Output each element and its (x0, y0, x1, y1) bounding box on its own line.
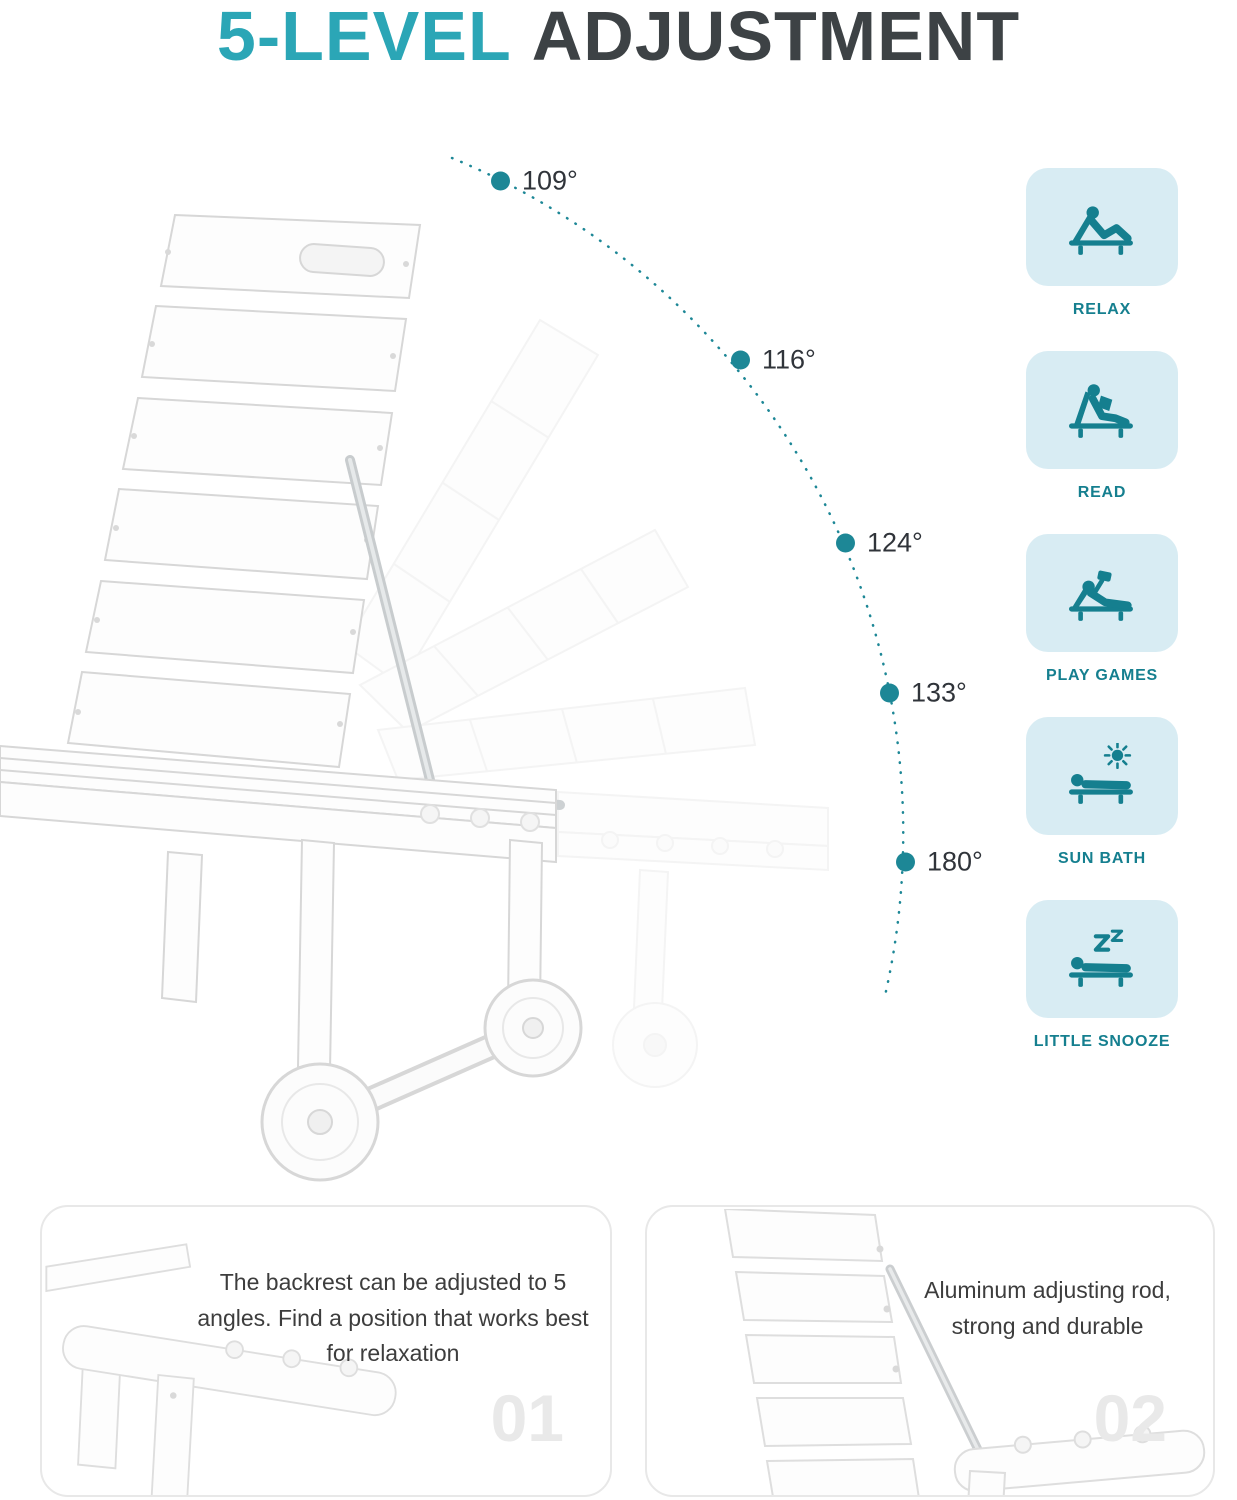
feature-tile (1026, 351, 1178, 469)
backrest-detail-illustration (45, 1243, 397, 1495)
relax-icon (1069, 206, 1133, 255)
legs-and-wheels (160, 838, 583, 1182)
feature-play-games: PLAY GAMES (1020, 534, 1184, 717)
angle-dot (836, 533, 855, 553)
feature-relax: RELAX (1020, 168, 1184, 351)
feature-tile (1026, 534, 1178, 652)
angle-label: 124° (867, 527, 923, 558)
feature-label: LITTLE SNOOZE (1033, 1033, 1171, 1050)
feature-tile (1026, 717, 1178, 835)
feature-label: RELAX (1072, 301, 1132, 318)
card-text: Aluminum adjusting rod, strong and durab… (924, 1277, 1171, 1339)
page-title: 5-LEVEL ADJUSTMENT (0, 0, 1237, 74)
angle-label: 116° (762, 344, 816, 375)
play-games-icon (1069, 570, 1133, 621)
angle-marker-124: 124° (836, 528, 923, 559)
feature-label: READ (1077, 484, 1127, 501)
sun-bath-icon (1069, 743, 1133, 804)
angle-dot (731, 350, 750, 370)
adjusting-rod-detail-illustration (723, 1209, 1206, 1495)
angle-dot (880, 683, 899, 703)
angle-label: 180° (927, 846, 983, 877)
angle-marker-116: 116° (731, 345, 816, 376)
feature-sun-bath: SUN BATH (1020, 717, 1184, 900)
feature-label: PLAY GAMES (1045, 667, 1159, 684)
angle-dot (491, 171, 510, 191)
feature-list: RELAX READ (1020, 168, 1184, 1083)
read-icon (1069, 384, 1133, 438)
detail-card-backrest-angles: The backrest can be adjusted to 5 angles… (40, 1205, 612, 1497)
angle-marker-109: 109° (491, 166, 578, 197)
card-number: 02 (1093, 1381, 1167, 1455)
detail-card-adjusting-rod: Aluminum adjusting rod, strong and durab… (645, 1205, 1215, 1497)
feature-read: READ (1020, 351, 1184, 534)
feature-label: SUN BATH (1058, 850, 1146, 867)
ghost-positions (343, 318, 829, 1088)
feature-little-snooze: LITTLE SNOOZE (1020, 900, 1184, 1083)
title-accent: 5-LEVEL (216, 0, 512, 75)
little-snooze-icon (1069, 929, 1133, 987)
angle-marker-180: 180° (896, 847, 983, 878)
angle-label: 133° (911, 677, 967, 708)
angle-label: 109° (522, 165, 578, 196)
feature-tile (1026, 168, 1178, 286)
angle-marker-133: 133° (880, 678, 967, 709)
card-text: The backrest can be adjusted to 5 angles… (197, 1269, 589, 1367)
chaise-lounge-illustration (0, 213, 829, 1182)
card-number: 01 (490, 1381, 564, 1455)
feature-tile (1026, 900, 1178, 1018)
angle-dot (896, 852, 915, 872)
title-rest: ADJUSTMENT (531, 0, 1021, 75)
